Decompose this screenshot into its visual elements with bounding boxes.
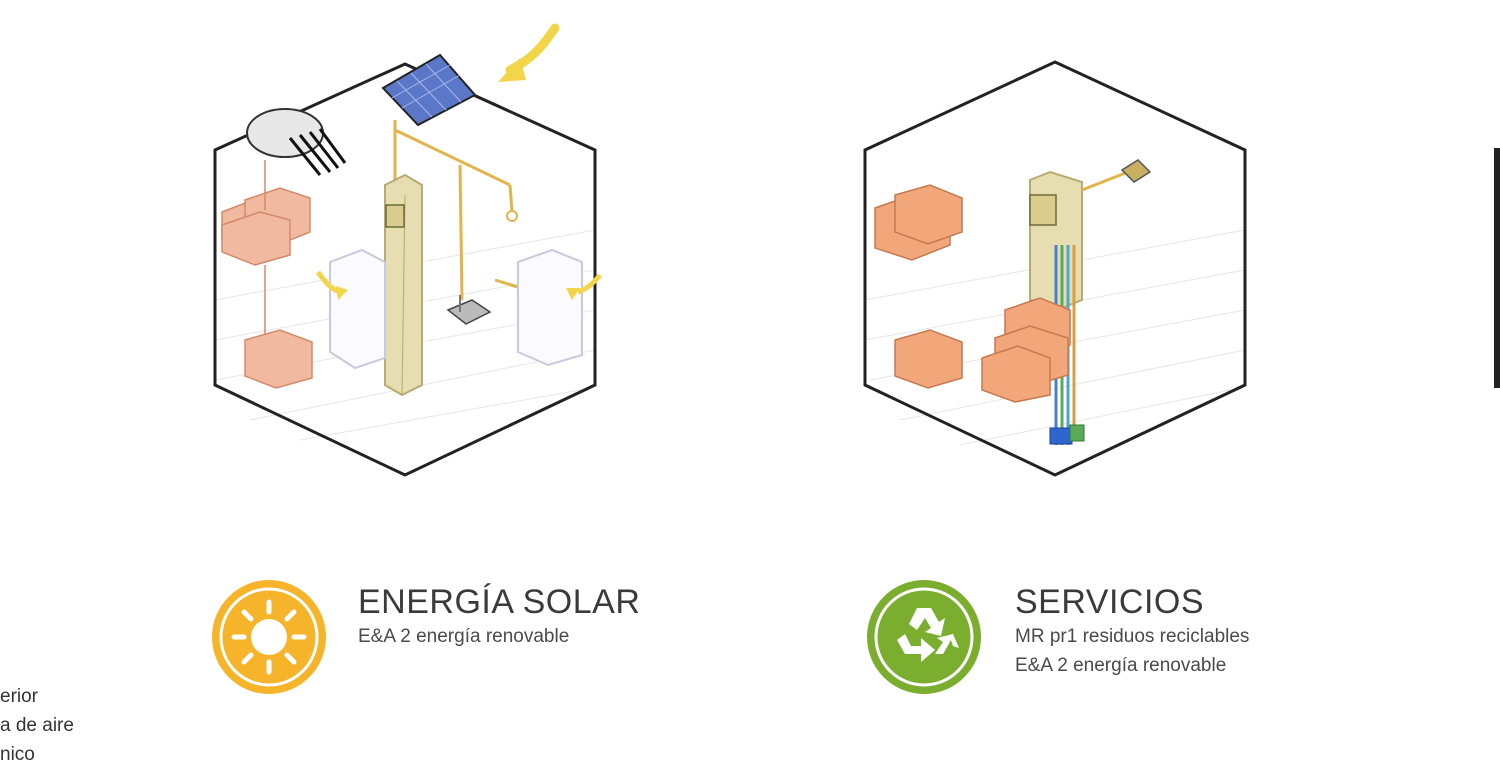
panel-title-solar: ENERGÍA SOLAR: [358, 583, 641, 621]
panel-line-services-2: E&A 2 energía renovable: [1015, 655, 1227, 676]
legend-fragment-3: nico: [0, 744, 35, 765]
solar-sink-icon: [446, 295, 492, 325]
solar-service-column: [384, 173, 423, 397]
solar-appliance-outlines: [329, 248, 583, 370]
next-panel-edge: [1494, 148, 1500, 388]
legend-fragment-1: erior: [0, 686, 39, 707]
panel-line-services-1: MR pr1 residuos reciclables: [1015, 626, 1250, 647]
solar-water-heater-icon: [246, 108, 347, 176]
recycle-icon: [867, 580, 981, 694]
solar-brick-blocks: [221, 187, 313, 389]
solar-panel-icon: [381, 53, 477, 127]
legend-fragment-2: a de aire: [0, 715, 74, 736]
panel-title-services: SERVICIOS: [1015, 583, 1205, 621]
services-cube-outline: [863, 60, 1247, 477]
solar-cube-outline: [213, 62, 597, 477]
sun-icon: [212, 580, 326, 694]
sunlight-arrow-icon: [498, 23, 560, 82]
panel-line-solar-1: E&A 2 energía renovable: [358, 626, 570, 647]
services-brick-blocks: [874, 184, 1071, 403]
heat-arrow-icons: [315, 270, 602, 300]
services-sink-icon: [1120, 159, 1152, 183]
